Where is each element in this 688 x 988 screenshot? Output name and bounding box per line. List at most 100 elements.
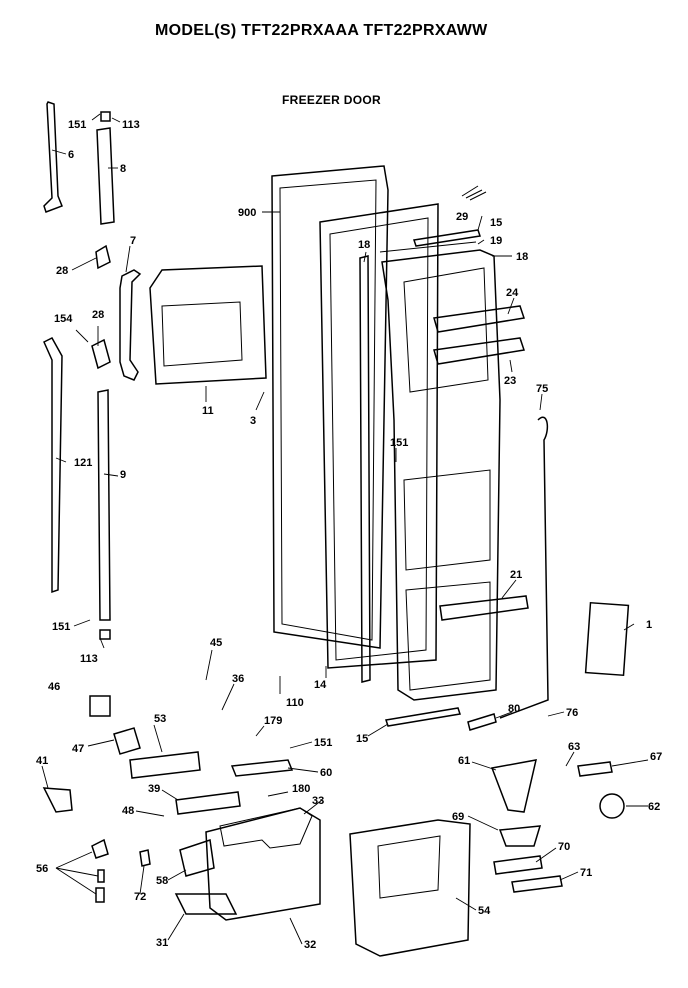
page-title: MODEL(S) TFT22PRXAAA TFT22PRXAWW <box>155 22 488 39</box>
part-6-trim-strip <box>43 101 63 213</box>
part-28-cap-lower <box>91 338 111 370</box>
door-liner <box>381 249 501 701</box>
part-75-tube <box>499 416 549 719</box>
callout-15: 15 <box>356 733 368 745</box>
part-47-bracket <box>113 727 141 755</box>
part-70-part <box>493 855 543 875</box>
part-11-frame-inner <box>161 301 243 367</box>
part-8-channel <box>96 127 115 225</box>
part-54-recess <box>377 835 441 899</box>
callout-33: 33 <box>312 795 324 807</box>
part-72-part <box>139 849 151 867</box>
callout-53: 53 <box>154 713 166 725</box>
part-121-trim <box>43 337 63 594</box>
part-69-part <box>498 825 542 847</box>
part-39-board <box>175 791 241 815</box>
part-33-cover <box>219 807 313 849</box>
callout-28: 28 <box>92 309 104 321</box>
part-41-actuator <box>42 787 73 813</box>
leader-lines <box>41 113 649 945</box>
part-28-cap-upper <box>95 244 111 270</box>
callout-29: 29 <box>456 211 468 223</box>
part-71-part <box>511 875 563 893</box>
callout-18: 18 <box>358 239 370 251</box>
part-14-gasket-inner <box>329 217 429 661</box>
part-14-gasket <box>319 203 439 669</box>
callout-45: 45 <box>210 637 222 649</box>
callout-28: 28 <box>56 265 68 277</box>
callout-61: 61 <box>458 755 470 767</box>
callout-47: 47 <box>72 743 84 755</box>
callout-9: 9 <box>120 469 126 481</box>
callout-67: 67 <box>650 751 662 763</box>
part-67-part <box>577 761 613 777</box>
part-113-bushing-upper <box>100 111 111 122</box>
callout-113: 113 <box>80 653 98 665</box>
part-53-panel <box>129 751 201 779</box>
part-113-bushing-lower <box>99 629 111 640</box>
callout-900: 900 <box>238 207 256 219</box>
callout-18: 18 <box>516 251 528 263</box>
part-11-frame <box>149 265 267 385</box>
callout-31: 31 <box>156 937 168 949</box>
callout-8: 8 <box>120 163 126 175</box>
callout-6: 6 <box>68 149 74 161</box>
door-liner-inner <box>403 267 491 691</box>
callout-151: 151 <box>314 737 332 749</box>
section-title: FREEZER DOOR <box>282 93 381 107</box>
callout-75: 75 <box>536 383 548 395</box>
part-60-bracket <box>230 759 294 777</box>
callout-46: 46 <box>48 681 60 693</box>
callout-24: 24 <box>506 287 519 299</box>
callout-14: 14 <box>314 679 327 691</box>
part-15-trim-upper <box>413 229 481 247</box>
part-24-shelf <box>433 305 525 333</box>
callout-3: 3 <box>250 415 256 427</box>
part-29-clip <box>461 185 487 201</box>
callout-21: 21 <box>510 569 522 581</box>
callout-121: 121 <box>74 457 92 469</box>
callout-56: 56 <box>36 863 48 875</box>
callout-19: 19 <box>490 235 502 247</box>
callout-60: 60 <box>320 767 332 779</box>
callout-58: 58 <box>156 875 168 887</box>
part-62-ring <box>599 793 625 819</box>
callout-151: 151 <box>52 621 70 633</box>
callout-180: 180 <box>292 783 310 795</box>
part-23-shelf <box>433 337 525 365</box>
callout-39: 39 <box>148 783 160 795</box>
callout-48: 48 <box>122 805 134 817</box>
callout-110: 110 <box>286 697 304 709</box>
part-7-handle <box>119 269 142 381</box>
part-54-panel <box>349 819 471 957</box>
callout-113: 113 <box>122 119 140 131</box>
callout-72: 72 <box>134 891 146 903</box>
part-18-breaker-strip <box>359 255 371 683</box>
part-80-part <box>467 713 497 731</box>
part-61-chute <box>490 759 537 813</box>
callout-70: 70 <box>558 841 570 853</box>
callout-76: 76 <box>566 707 578 719</box>
callout-69: 69 <box>452 811 464 823</box>
callout-23: 23 <box>504 375 516 387</box>
part-56-set <box>91 838 109 903</box>
part-31-grille <box>174 893 238 915</box>
callout-54: 54 <box>478 905 491 917</box>
part-21-shelf <box>439 595 529 621</box>
callout-151: 151 <box>68 119 86 131</box>
callout-63: 63 <box>568 741 580 753</box>
callout-15: 15 <box>490 217 502 229</box>
callout-80: 80 <box>508 703 520 715</box>
part-1-label <box>584 601 630 677</box>
callout-154: 154 <box>54 313 73 325</box>
callout-41: 41 <box>36 755 48 767</box>
callout-62: 62 <box>648 801 660 813</box>
part-900-outer-panel <box>271 165 389 649</box>
callout-1: 1 <box>646 619 652 631</box>
callout-7: 7 <box>130 235 136 247</box>
part-15-trim-lower <box>385 707 461 727</box>
callout-179: 179 <box>264 715 282 727</box>
part-46-switch <box>89 695 111 717</box>
callout-32: 32 <box>304 939 316 951</box>
